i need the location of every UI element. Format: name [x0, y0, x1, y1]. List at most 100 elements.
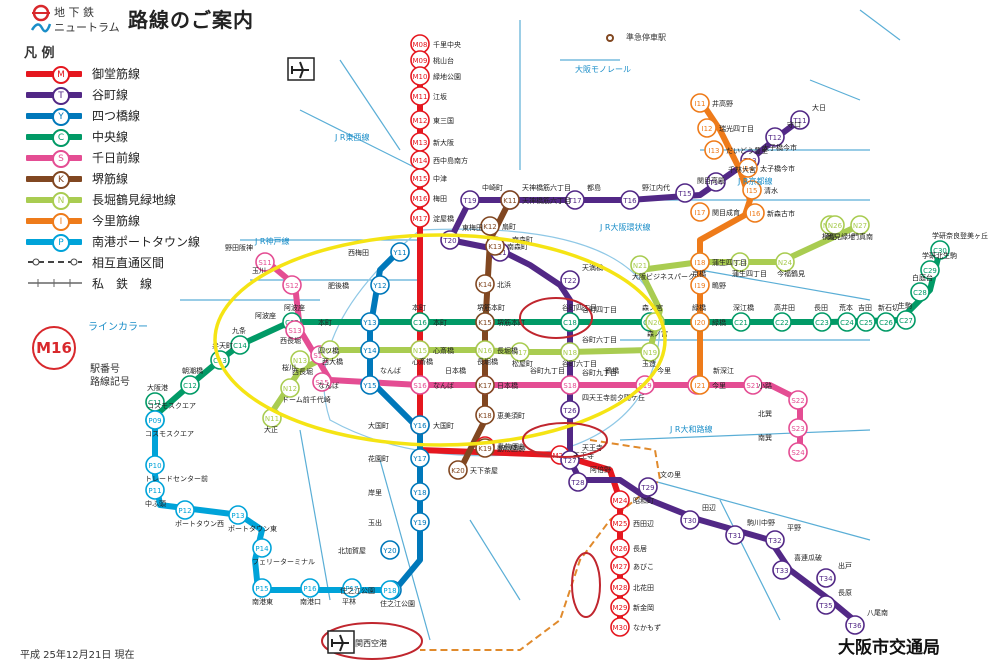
- station-marker: [560, 375, 580, 395]
- private-rail-line: [339, 59, 401, 151]
- station-code: T20: [442, 237, 456, 245]
- station-code: P09: [148, 417, 161, 425]
- station-name: 堺筋本町: [497, 318, 525, 327]
- through-service-icon: [28, 258, 82, 266]
- station-name: 阿倍野: [590, 465, 611, 474]
- station-code: T12: [767, 134, 781, 142]
- station-code: P13: [231, 512, 244, 520]
- private-rail-label: 私 鉄 線: [92, 277, 153, 291]
- station-name: 駒川中野: [747, 518, 775, 527]
- station-name: 住之江公園: [380, 599, 415, 608]
- express-stop-icon: [606, 34, 614, 42]
- station-marker: [410, 512, 430, 532]
- station-code: S21: [746, 382, 759, 390]
- station-name: トレードセンター前: [145, 474, 208, 483]
- station-name: なかもず: [633, 623, 661, 632]
- station-name: 玉造: [642, 359, 656, 368]
- station-name: 谷町四丁目: [562, 303, 597, 312]
- station-name: ポートタウン東: [228, 524, 277, 533]
- station-code: C11: [148, 399, 162, 407]
- station-name: 緑地公園: [433, 72, 461, 81]
- station-marker: [228, 505, 248, 525]
- station-marker: [510, 342, 530, 362]
- station-marker: [640, 342, 660, 362]
- station-name: 肥後橋: [328, 281, 349, 290]
- station-code: I19: [695, 282, 706, 290]
- station-name: 長田: [814, 304, 828, 312]
- station-name: 本町: [412, 303, 426, 312]
- station-marker: [825, 215, 845, 235]
- station-name: 天満橋: [582, 263, 603, 272]
- legend-line-name: 谷町線: [92, 88, 129, 102]
- station-code: I12: [702, 125, 713, 133]
- station-marker: [610, 490, 630, 510]
- station-name: 今福鶴見: [777, 269, 805, 278]
- station-name: 鶴見緑地: [827, 232, 855, 241]
- station-marker: [475, 274, 495, 294]
- legend-line-code: P: [52, 234, 70, 252]
- station-code: K11: [503, 197, 517, 205]
- station-marker: [856, 312, 876, 332]
- station-name: 京橋: [692, 269, 706, 278]
- station-code: C25: [859, 319, 873, 327]
- station-marker: [742, 180, 762, 200]
- station-code: N19: [643, 349, 657, 357]
- station-code: I21: [695, 382, 706, 390]
- station-name: 西大橋: [322, 357, 343, 366]
- station-marker: [610, 577, 630, 597]
- station-code: P16: [303, 585, 317, 593]
- station-name: コスモスクエア: [147, 402, 196, 410]
- station-name: 心斎橋: [433, 346, 454, 355]
- station-name: 新大阪: [433, 138, 454, 147]
- station-code: I18: [695, 259, 706, 267]
- highlight-oval: [519, 297, 593, 339]
- station-code: K19: [478, 445, 492, 453]
- station-marker: [610, 556, 630, 576]
- station-code: M08: [413, 41, 428, 49]
- station-marker: [690, 275, 710, 295]
- station-name: 谷町六丁目: [582, 335, 617, 344]
- station-name: 清水: [764, 186, 778, 195]
- station-marker: [180, 375, 200, 395]
- station-marker: [380, 580, 400, 600]
- station-code: T36: [847, 622, 862, 630]
- station-name: 谷町六丁目: [562, 359, 597, 368]
- station-name: 関目高殿: [697, 176, 725, 185]
- station-marker: [360, 340, 380, 360]
- station-marker: [610, 597, 630, 617]
- station-marker: [706, 172, 726, 192]
- station-name: 九条: [232, 326, 246, 335]
- station-code: P15: [255, 585, 268, 593]
- legend-line-name: 長堀鶴見緑地線: [92, 193, 177, 207]
- station-code: C26: [879, 319, 893, 327]
- station-marker: [300, 578, 320, 598]
- station-code: Y12: [372, 282, 386, 290]
- station-name: 天神橋筋六丁目: [522, 183, 571, 192]
- station-code: C28: [913, 289, 927, 297]
- station-code: T19: [462, 197, 476, 205]
- station-code: N13: [293, 357, 307, 365]
- map-label: 関西空港: [355, 638, 387, 648]
- station-marker: [638, 477, 658, 497]
- station-name: 生駒: [898, 301, 912, 310]
- station-marker: [745, 203, 765, 223]
- station-marker: [255, 252, 275, 272]
- station-code: S19: [638, 382, 651, 390]
- newtram-logo-icon: [30, 23, 52, 33]
- legend-line-code: Y: [52, 108, 70, 126]
- station-marker: [560, 450, 580, 470]
- station-code: C21: [734, 319, 748, 327]
- station-code: M09: [413, 57, 428, 65]
- station-code: Y16: [412, 422, 427, 430]
- private-rail-line: [719, 499, 781, 621]
- station-marker: [410, 340, 430, 360]
- station-name: 阿波座: [255, 311, 276, 320]
- station-code: C22: [775, 319, 789, 327]
- station-code: C23: [815, 319, 829, 327]
- station-code: T17: [567, 197, 581, 205]
- station-code: I20: [695, 319, 706, 327]
